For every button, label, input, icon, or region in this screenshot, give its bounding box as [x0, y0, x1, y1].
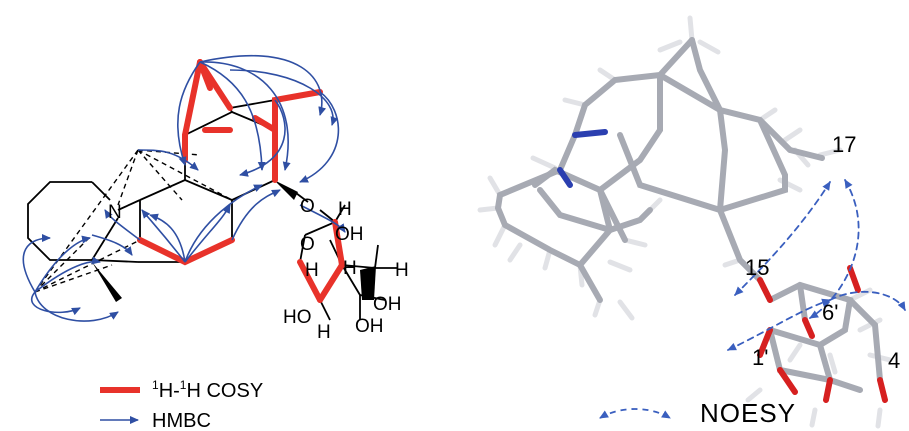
- hmbc-arrows: [22, 54, 346, 322]
- skeleton-bonds: [27, 59, 398, 321]
- label-4: 4: [888, 348, 900, 373]
- legend-cosy-h1: H-: [159, 380, 180, 402]
- atom-n-label: N: [108, 202, 122, 223]
- oh-label-2: OH: [373, 294, 402, 315]
- model-3d: 17 15 6' 1' 4: [477, 15, 906, 429]
- noesy-legend: NOESY: [599, 398, 796, 428]
- h-label-3: H: [343, 258, 357, 279]
- atom-labels: N O O H OH H H H OH HO OH H: [108, 196, 409, 343]
- atom-o-ring-label: O: [300, 234, 315, 255]
- model-labels: 17 15 6' 1' 4: [745, 132, 900, 373]
- legend-hmbc-label: HMBC: [152, 410, 211, 431]
- label-1-prime: 1': [752, 345, 768, 370]
- oh-label-1: OH: [335, 224, 364, 245]
- label-15: 15: [745, 255, 769, 280]
- h-label-2: H: [305, 260, 319, 281]
- noesy-legend-label: NOESY: [700, 398, 796, 428]
- legend-cosy-sup1: 1: [152, 378, 159, 392]
- wedge-bonds: [92, 180, 376, 302]
- legend-cosy-h2: H COSY: [186, 380, 263, 402]
- dashed-correlations: [34, 149, 233, 293]
- structure-2d: N O O H OH H H H OH HO OH H: [22, 54, 409, 343]
- noesy-legend-arrow: [599, 408, 671, 419]
- model-nitrogen: [557, 129, 608, 188]
- legend: 1H-1H COSY HMBC: [100, 378, 263, 431]
- ho-label: HO: [283, 307, 312, 328]
- h-label-4: H: [395, 260, 409, 281]
- noesy-arrows: [727, 179, 906, 351]
- label-17: 17: [832, 132, 856, 157]
- model-carbons: [494, 37, 883, 393]
- legend-cosy-sup2: 1: [180, 378, 187, 392]
- legend-cosy-label: 1H-1H COSY: [152, 378, 263, 402]
- h-label-5: H: [317, 322, 331, 343]
- h-label-1: H: [338, 199, 352, 220]
- atom-o-glycosidic-label: O: [300, 196, 315, 217]
- oh-label-3: OH: [355, 316, 384, 337]
- label-6-prime: 6': [822, 300, 838, 325]
